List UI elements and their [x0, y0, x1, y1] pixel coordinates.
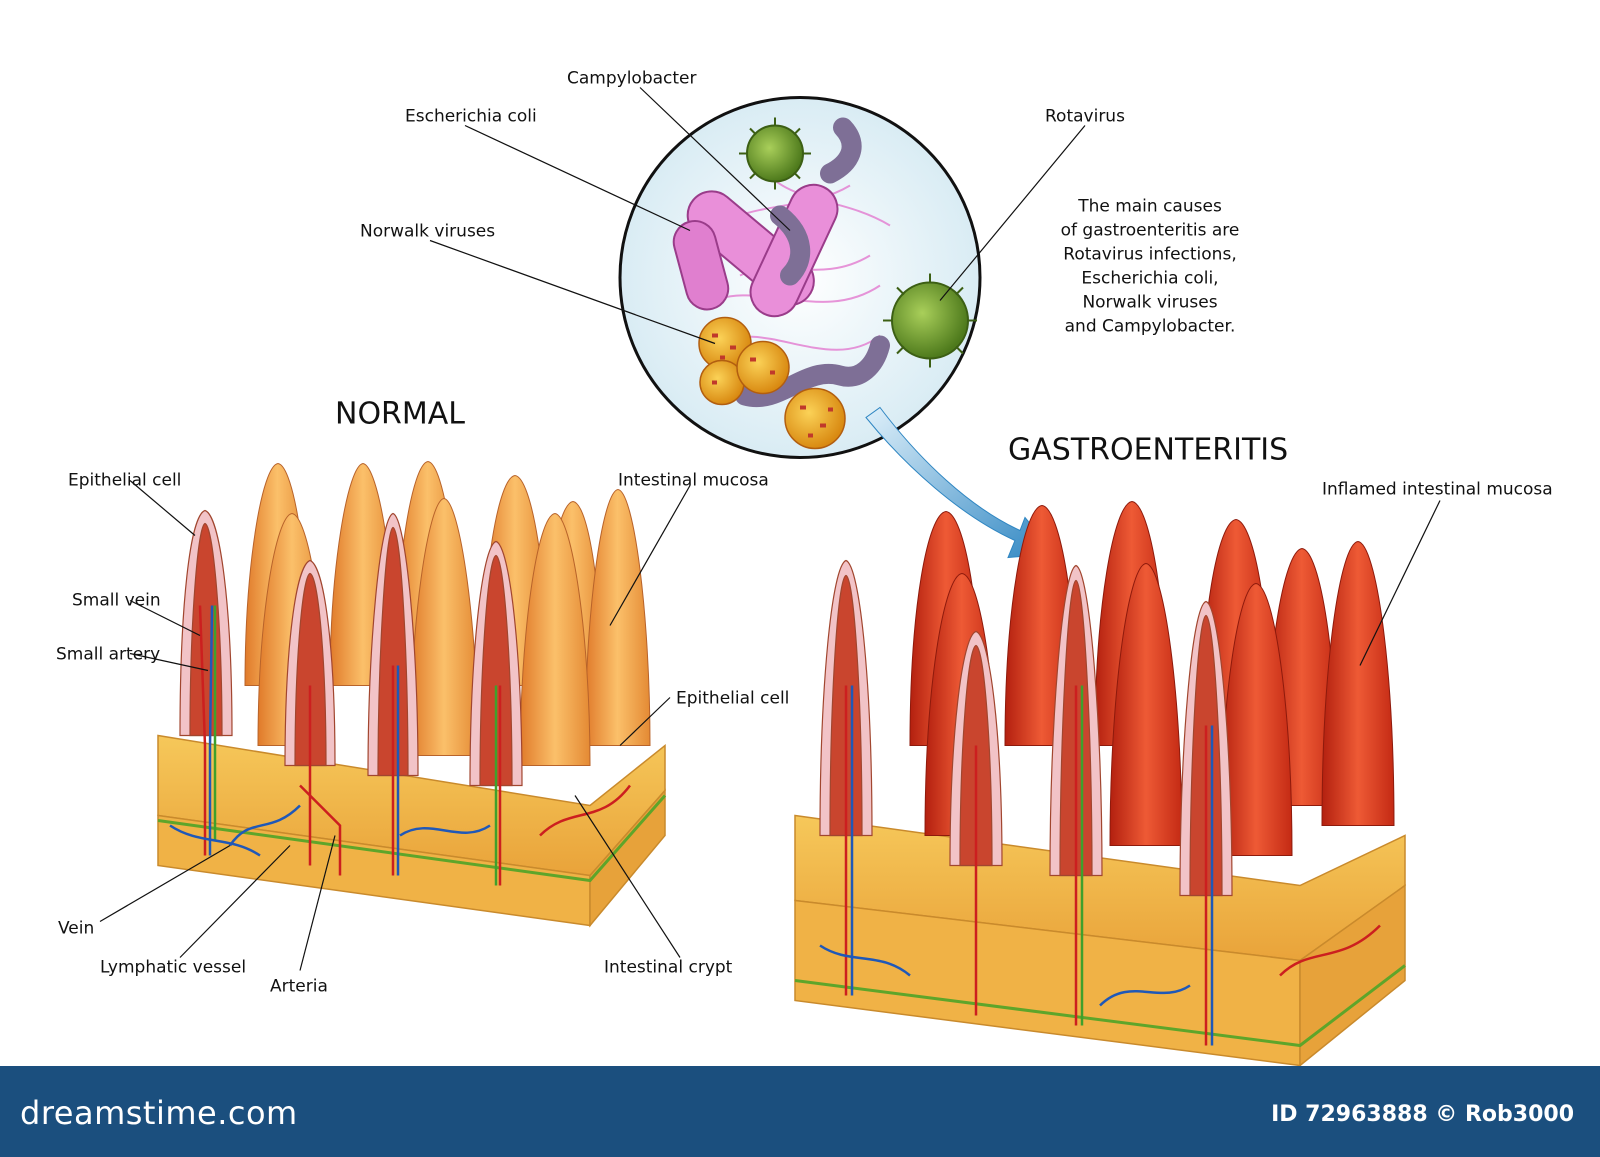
label-vein: Vein — [58, 919, 94, 939]
label-norwalk-viruses: Norwalk viruses — [360, 222, 495, 242]
causes-note-line: Rotavirus infections, — [1063, 245, 1236, 265]
label-small-artery: Small artery — [56, 645, 160, 665]
norwalk-virus-cluster — [698, 316, 846, 450]
label-lymphatic-vessel: Lymphatic vessel — [100, 958, 246, 978]
title-gastroenteritis: GASTROENTERITIS — [1008, 433, 1288, 468]
causes-note: The main causes of gastroenteritis are R… — [1061, 197, 1240, 337]
pathogen-magnifier — [618, 96, 982, 459]
gastroenteritis-intestine-block — [794, 500, 1406, 1068]
causes-note-line: Norwalk viruses — [1082, 293, 1217, 313]
label-epithelial-cell-left: Epithelial cell — [68, 471, 181, 491]
causes-note-line: and Campylobacter. — [1065, 317, 1236, 337]
causes-note-line: Escherichia coli, — [1081, 269, 1218, 289]
footer-site-name[interactable]: dreamstime.com — [20, 1094, 298, 1132]
rotavirus-particle — [739, 117, 811, 190]
campylobacter-cell — [735, 117, 890, 408]
title-normal: NORMAL — [335, 397, 465, 432]
leader-lines — [99, 87, 1441, 971]
footer-credit: ID 72963888 © Rob3000 — [1271, 1102, 1574, 1127]
label-small-vein: Small vein — [72, 591, 161, 611]
label-intestinal-mucosa: Intestinal mucosa — [618, 471, 769, 491]
rotavirus-particle — [883, 273, 977, 368]
escherichia-coli-cell — [672, 220, 730, 311]
label-epithelial-cell-right: Epithelial cell — [676, 689, 789, 709]
causes-note-line: The main causes — [1077, 197, 1222, 217]
label-intestinal-crypt: Intestinal crypt — [604, 958, 733, 978]
normal-intestine-block — [157, 460, 667, 928]
footer-bar: dreamstime.com ID 72963888 © Rob3000 — [0, 1066, 1600, 1157]
label-arteria: Arteria — [270, 977, 328, 997]
label-inflamed-intestinal-mucosa: Inflamed intestinal mucosa — [1322, 480, 1553, 500]
label-rotavirus: Rotavirus — [1045, 107, 1125, 127]
causes-note-line: of gastroenteritis are — [1061, 221, 1240, 241]
label-escherichia-coli: Escherichia coli — [405, 107, 537, 127]
label-campylobacter: Campylobacter — [567, 69, 697, 89]
